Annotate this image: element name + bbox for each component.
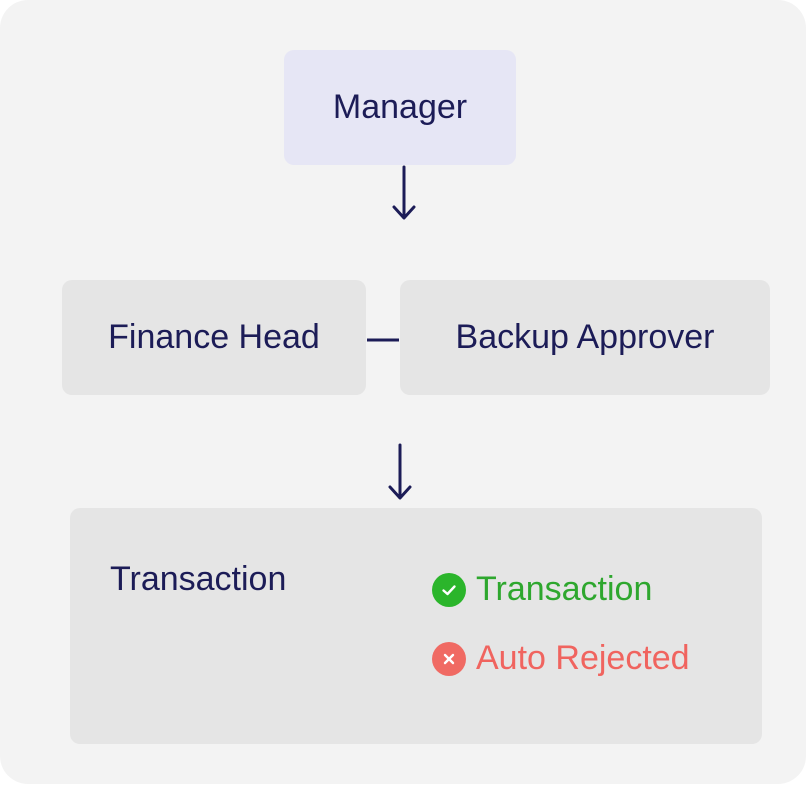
outcome-approved-label: Transaction xyxy=(476,570,653,608)
backup-approver-label: Backup Approver xyxy=(455,318,715,356)
manager-node: Manager xyxy=(284,50,516,165)
manager-label: Manager xyxy=(332,88,468,126)
backup-approver-node: Backup Approver xyxy=(400,280,770,395)
connector-finance-backup xyxy=(367,338,399,342)
transaction-label: Transaction xyxy=(110,560,287,598)
arrow-manager-to-approvers xyxy=(392,165,416,220)
check-circle-icon xyxy=(432,572,466,607)
outcome-rejected-label: Auto Rejected xyxy=(476,639,690,677)
finance-head-label: Finance Head xyxy=(108,318,320,356)
finance-head-node: Finance Head xyxy=(62,280,366,395)
x-circle-icon xyxy=(432,641,466,676)
outcome-approved: Transaction xyxy=(432,570,652,609)
arrow-approvers-to-transaction xyxy=(388,443,412,500)
transaction-node: Transaction Transaction Auto Rejected xyxy=(70,508,762,744)
outcome-rejected: Auto Rejected xyxy=(432,639,690,678)
